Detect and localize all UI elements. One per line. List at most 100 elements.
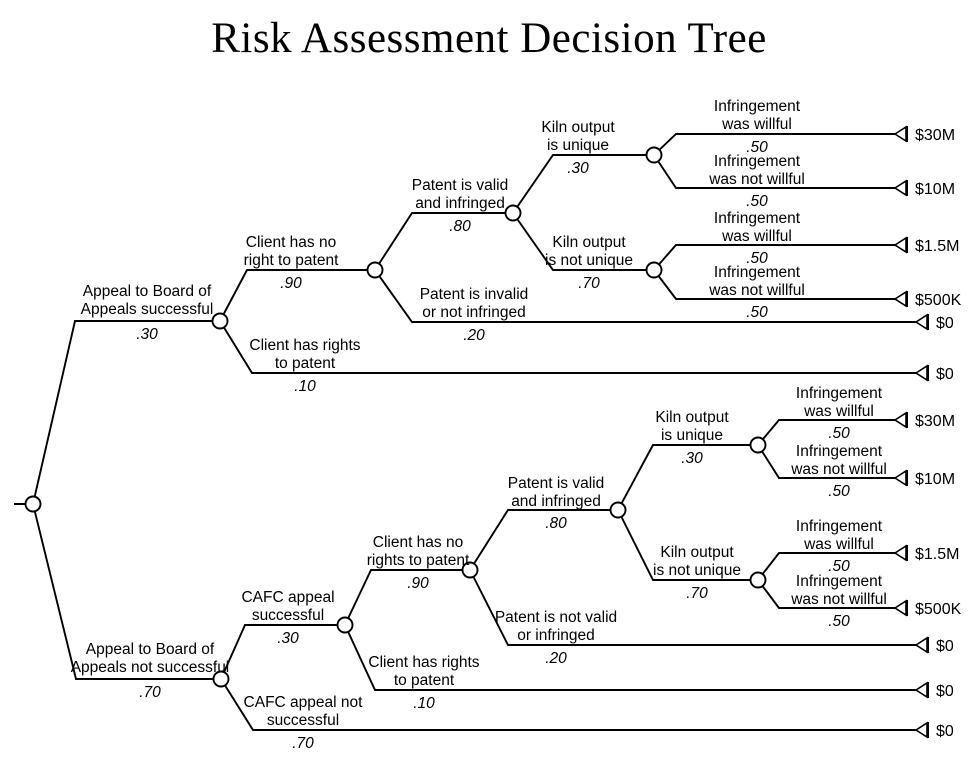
- branch-b-bot-not-willful-2[interactable]: [757, 579, 895, 609]
- terminal-marker-t-0-bot-c: [914, 721, 928, 739]
- chance-node-n-top-2[interactable]: [366, 261, 384, 279]
- terminal-marker-t-10m-top: [893, 179, 907, 197]
- branch-b-bot-has-rights[interactable]: [344, 624, 916, 691]
- chance-node-n-bot-2[interactable]: [336, 616, 354, 634]
- probability-b-bot-no-rights: .90: [407, 575, 429, 592]
- terminal-marker-t-0-bot-a: [914, 636, 928, 654]
- branch-b-top-willful-1[interactable]: [653, 133, 895, 156]
- probability-b-bot-invalid: .20: [545, 650, 567, 667]
- probability-b-top-willful-2: .50: [746, 250, 768, 267]
- probability-b-top-kiln-not-unique: .70: [578, 275, 600, 292]
- probability-b-top-invalid: .20: [463, 327, 485, 344]
- probability-b-bot-willful-2: .50: [828, 558, 850, 575]
- branch-b-bot-kiln-not-unique[interactable]: [617, 509, 758, 581]
- chance-nodes-group: [24, 146, 767, 688]
- branch-b-bot-willful-1[interactable]: [757, 419, 895, 446]
- probability-b-top-has-rights: .10: [294, 378, 316, 395]
- chance-node-n-top-5[interactable]: [645, 261, 663, 279]
- branch-b-bot-not-willful-1[interactable]: [757, 444, 895, 479]
- chance-node-n-bot-3[interactable]: [461, 561, 479, 579]
- terminal-marker-t-0-top-a: [914, 313, 928, 331]
- branch-b-bot-invalid[interactable]: [469, 569, 916, 646]
- chance-node-n-top-4[interactable]: [645, 146, 663, 164]
- branch-b-appeal-fail[interactable]: [32, 503, 221, 680]
- branch-b-bot-kiln-unique[interactable]: [617, 444, 758, 511]
- probability-b-appeal-success: .30: [136, 326, 158, 343]
- chance-node-root[interactable]: [24, 495, 42, 513]
- branch-b-top-kiln-not-unique[interactable]: [512, 212, 654, 271]
- chance-node-n-bot-4[interactable]: [609, 501, 627, 519]
- branch-b-top-not-willful-2[interactable]: [653, 269, 895, 300]
- branch-b-top-no-right[interactable]: [219, 269, 375, 322]
- payoff-t-500k-bot: $500K: [915, 601, 962, 618]
- branch-b-cafc-success[interactable]: [220, 624, 345, 680]
- terminal-marker-t-15m-bot: [893, 544, 907, 562]
- branch-b-top-kiln-unique[interactable]: [512, 154, 654, 214]
- chance-node-n-bot-5[interactable]: [749, 436, 767, 454]
- payoff-t-30m-top: $30M: [915, 127, 955, 144]
- probability-b-cafc-success: .30: [277, 630, 299, 647]
- probability-b-appeal-fail: .70: [139, 684, 161, 701]
- payoff-t-10m-top: $10M: [915, 181, 955, 198]
- probability-b-bot-not-willful-2: .50: [828, 613, 850, 630]
- branch-b-bot-willful-2[interactable]: [757, 552, 895, 581]
- branch-b-top-not-willful-1[interactable]: [653, 154, 895, 189]
- probability-b-bot-valid: .80: [545, 515, 567, 532]
- branch-b-cafc-fail[interactable]: [220, 678, 916, 731]
- branch-b-top-invalid[interactable]: [374, 269, 916, 323]
- branch-lines-group: [14, 133, 916, 731]
- probability-b-cafc-fail: .70: [292, 735, 314, 752]
- branch-b-top-willful-2[interactable]: [653, 244, 895, 271]
- terminal-marker-t-15m-top: [893, 236, 907, 254]
- page-title: Risk Assessment Decision Tree: [211, 15, 767, 62]
- probability-b-bot-kiln-unique: .30: [681, 450, 703, 467]
- terminal-marker-t-30m-top: [893, 125, 907, 143]
- payoff-t-30m-bot: $30M: [915, 413, 955, 430]
- terminal-marker-t-30m-bot: [893, 411, 907, 429]
- terminal-marker-t-0-top-b: [914, 364, 928, 382]
- probability-b-bot-willful-1: .50: [828, 425, 850, 442]
- payoff-t-10m-bot: $10M: [915, 471, 955, 488]
- branch-b-bot-valid[interactable]: [469, 509, 618, 571]
- terminal-marker-t-0-bot-b: [914, 681, 928, 699]
- payoff-t-500k-top: $500K: [915, 292, 962, 309]
- probability-b-top-willful-1: .50: [746, 139, 768, 156]
- probability-b-bot-not-willful-1: .50: [828, 483, 850, 500]
- terminal-marker-t-500k-top: [893, 290, 907, 308]
- branch-b-top-valid[interactable]: [374, 212, 513, 271]
- branch-b-top-has-rights[interactable]: [219, 320, 916, 374]
- terminal-nodes-group: $30M$10M$1.5M$500K$0$0$30M$10M$1.5M$500K…: [893, 125, 962, 740]
- chance-node-n-bot-6[interactable]: [749, 571, 767, 589]
- payoff-t-15m-top: $1.5M: [915, 238, 959, 255]
- probability-b-top-no-right: .90: [280, 275, 302, 292]
- chance-node-n-top-1[interactable]: [211, 312, 229, 330]
- payoff-t-0-bot-a: $0: [936, 638, 954, 655]
- probability-b-bot-has-rights: .10: [413, 695, 435, 712]
- probability-b-top-valid: .80: [449, 218, 471, 235]
- chance-node-n-top-3[interactable]: [504, 204, 522, 222]
- chance-node-n-bot-1[interactable]: [212, 670, 230, 688]
- branch-b-appeal-success[interactable]: [32, 320, 220, 505]
- probability-b-bot-kiln-not-unique: .70: [686, 585, 708, 602]
- branch-b-bot-no-rights[interactable]: [344, 569, 470, 626]
